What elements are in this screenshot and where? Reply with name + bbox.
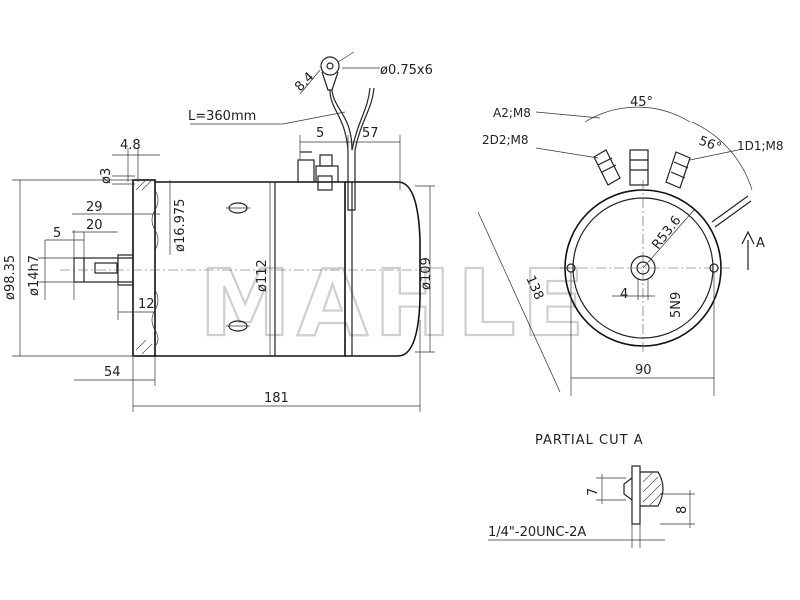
label-1d1: 1D1;M8: [737, 139, 784, 153]
dim-dia-3: ø3: [99, 168, 114, 184]
partial-cut-a: PARTIAL CUT A 7 8 1/4"-20UNC-2A: [488, 433, 695, 548]
dim-angle-45: 45°: [630, 95, 653, 110]
side-dimension-lines: [12, 111, 435, 412]
dim-key-tol: 5N9: [669, 292, 684, 318]
dim-len-29: 29: [86, 200, 103, 215]
dim-len-54: 54: [104, 365, 121, 380]
dim-shaft-stickout: 4.8: [120, 138, 141, 153]
cut-thread: 1/4"-20UNC-2A: [488, 525, 586, 540]
partial-cut-title: PARTIAL CUT A: [535, 433, 644, 448]
dim-lug-size: 8.4: [292, 70, 317, 95]
dim-len-12: 12: [138, 297, 155, 312]
dim-len-181: 181: [264, 391, 289, 406]
end-dimension-lines: [477, 106, 755, 396]
side-dimension-labels: 8.4 ø0.75x6 L=360mm 5 57 4.8 ø3 ø16.975 …: [3, 63, 434, 406]
label-2d2: 2D2;M8: [482, 133, 529, 147]
cut-dim-7: 7: [586, 488, 601, 496]
motor-end-view: [560, 149, 752, 355]
dim-terminal-offset: 5: [316, 126, 324, 141]
dim-width-90: 90: [635, 363, 652, 378]
dim-len-5: 5: [53, 226, 61, 241]
section-marker-a: A: [756, 236, 765, 251]
label-a2: A2;M8: [493, 106, 531, 120]
dim-radius: R53.6: [649, 213, 684, 252]
dim-dia-109: ø109: [419, 257, 434, 290]
dim-cable-length: L=360mm: [188, 109, 256, 124]
cut-dim-8: 8: [675, 506, 690, 514]
dim-len-20: 20: [86, 218, 103, 233]
watermark: MAHLE: [199, 250, 590, 357]
dim-dia-16975: ø16.975: [173, 199, 188, 252]
dim-terminal-position: 57: [362, 126, 379, 141]
dim-key-width: 4: [620, 287, 628, 302]
end-terminals: [593, 149, 691, 189]
dim-dia-9835: ø98.35: [3, 255, 18, 300]
dim-cable-diameter: ø0.75x6: [380, 63, 433, 78]
motor-side-view: [60, 150, 430, 357]
dim-dia-14h7: ø14h7: [27, 255, 42, 296]
dim-dia-112: ø112: [255, 259, 270, 292]
dim-angle-56: 56°: [697, 134, 724, 156]
